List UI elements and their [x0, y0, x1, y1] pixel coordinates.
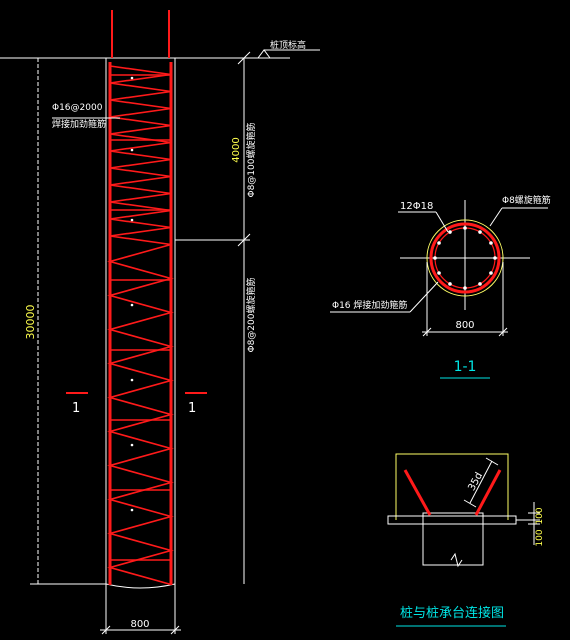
spiral-dense-label: Φ8@100螺旋箍筋	[245, 123, 257, 198]
section-spiral	[429, 222, 501, 294]
weld-dot	[130, 443, 134, 447]
main-bar-dot	[478, 282, 482, 286]
pile-length-dim: 30000	[24, 305, 37, 340]
main-bar-dot	[478, 230, 482, 234]
weld-dot	[130, 378, 134, 382]
cap-outline	[395, 453, 509, 520]
weld-dot	[130, 148, 134, 152]
weld-dot	[130, 303, 134, 307]
embed-dim-a: 100	[535, 507, 545, 524]
main-bar-dot	[433, 256, 437, 260]
main-bar-dot	[463, 286, 467, 290]
main-bars-label: 12Φ18	[400, 201, 433, 212]
section-title: 1-1	[454, 359, 477, 375]
weld-dot	[130, 76, 134, 80]
weld-dot	[130, 508, 134, 512]
main-bar-dot	[437, 241, 441, 245]
dense-length-dim: 4000	[231, 137, 242, 162]
main-bar-dot	[463, 226, 467, 230]
embed-dim-b: 100	[535, 529, 545, 546]
section-outline	[426, 219, 504, 297]
section-diameter-dim: 800	[455, 320, 474, 331]
spiral-sparse-label: Φ8@200螺旋箍筋	[245, 278, 257, 353]
main-bar-dot	[448, 230, 452, 234]
section-ring-label: Φ16 焊接加劲箍筋	[332, 299, 407, 311]
pile-head	[422, 512, 484, 566]
cap-base	[387, 515, 517, 525]
elevation-marker	[257, 49, 271, 59]
main-bar-dot	[489, 271, 493, 275]
hoop-ring-label: Φ16@2000	[52, 103, 103, 113]
main-bar-dot	[448, 282, 452, 286]
cut-mark-left: 1	[72, 401, 80, 416]
pile-diameter-dim: 800	[130, 619, 149, 630]
cut-mark-right: 1	[188, 401, 196, 416]
pile-top-elevation-label: 桩顶标高	[270, 39, 306, 51]
pile-cap-detail: 35d 100 100 桩与桩承台连接图	[387, 453, 545, 627]
section-spiral-label: Φ8螺旋箍筋	[502, 194, 551, 206]
main-bar-dot	[489, 241, 493, 245]
center-dots	[130, 76, 134, 512]
stiffening-rings	[110, 74, 171, 561]
section-main-bars	[433, 226, 497, 290]
hoop-ring-note: 焊接加劲箍筋	[52, 118, 106, 130]
section-1-1: 12Φ18 Φ8螺旋箍筋 Φ16 焊接加劲箍筋 800 1-1	[330, 194, 551, 379]
pile-elevation: 桩顶标高 30000 Φ16@2000 焊接加劲箍筋 4000 Φ8@1	[0, 10, 320, 635]
pile-bottom	[105, 583, 176, 589]
spiral-hoop	[107, 65, 174, 586]
cap-detail-title: 桩与桩承台连接图	[400, 605, 504, 621]
main-bar-dot	[493, 256, 497, 260]
main-bar-dot	[437, 271, 441, 275]
weld-dot	[130, 218, 134, 222]
anchor-length-label: 35d	[466, 471, 485, 493]
